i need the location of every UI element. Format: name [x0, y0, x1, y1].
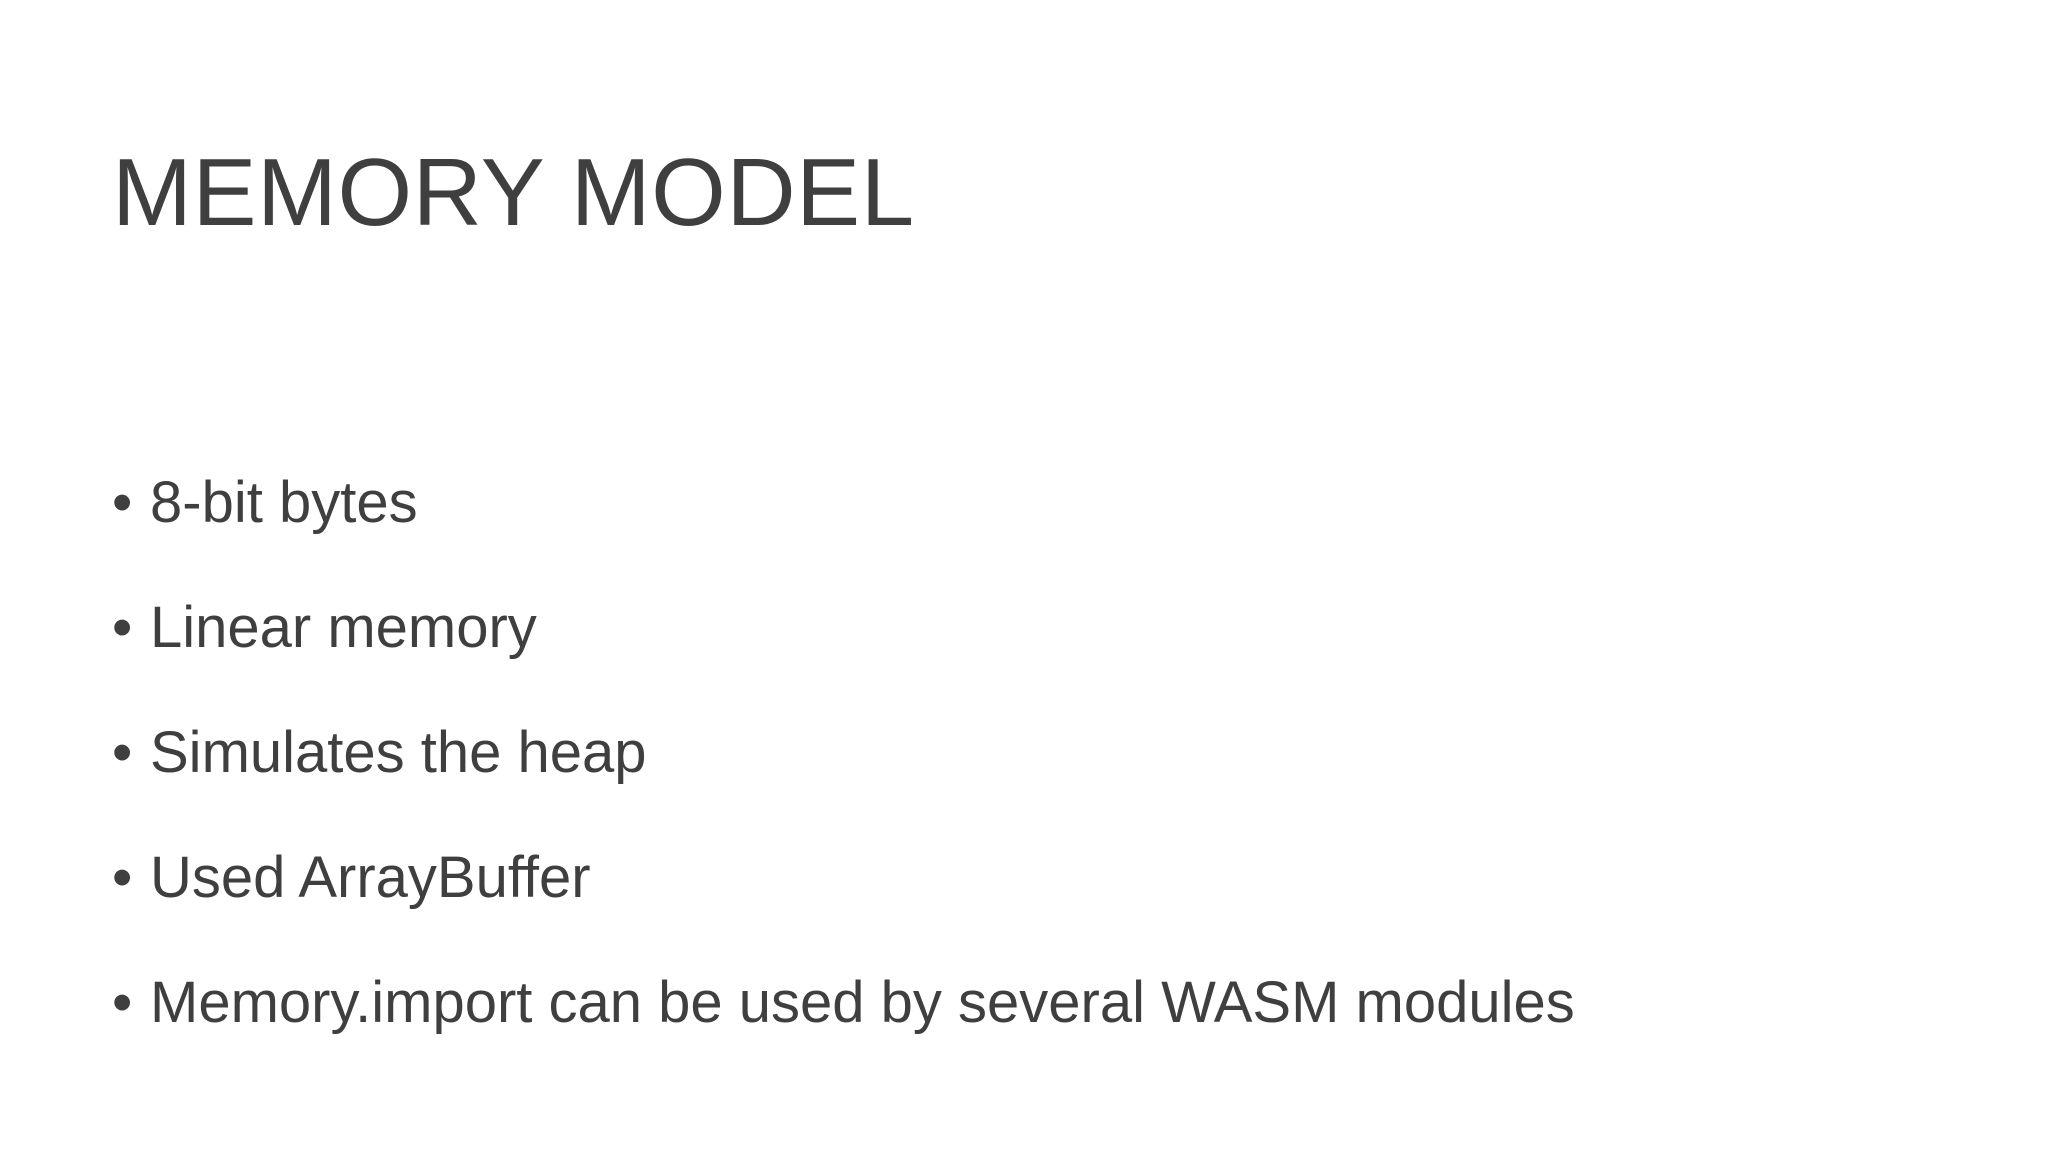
bullet-icon: • — [112, 595, 133, 660]
list-item-label: Memory.import can be used by several WAS… — [150, 970, 1575, 1035]
list-item: • 8-bit bytes — [112, 440, 1972, 565]
list-item-label: Simulates the heap — [150, 720, 647, 785]
list-item-label: 8-bit bytes — [150, 470, 418, 535]
bullet-icon: • — [112, 845, 133, 910]
list-item: • Memory.import can be used by several W… — [112, 940, 1972, 1065]
bullet-icon: • — [112, 720, 133, 785]
list-item: • Used ArrayBuffer — [112, 815, 1972, 940]
bullet-icon: • — [112, 470, 133, 535]
bullet-list: • 8-bit bytes • Linear memory • Simulate… — [112, 440, 1972, 1065]
list-item: • Simulates the heap — [112, 690, 1972, 815]
bullet-icon: • — [112, 970, 133, 1035]
list-item-label: Linear memory — [150, 595, 537, 660]
page-title: MEMORY MODEL — [112, 139, 915, 247]
list-item: • Linear memory — [112, 565, 1972, 690]
list-item-label: Used ArrayBuffer — [150, 845, 591, 910]
